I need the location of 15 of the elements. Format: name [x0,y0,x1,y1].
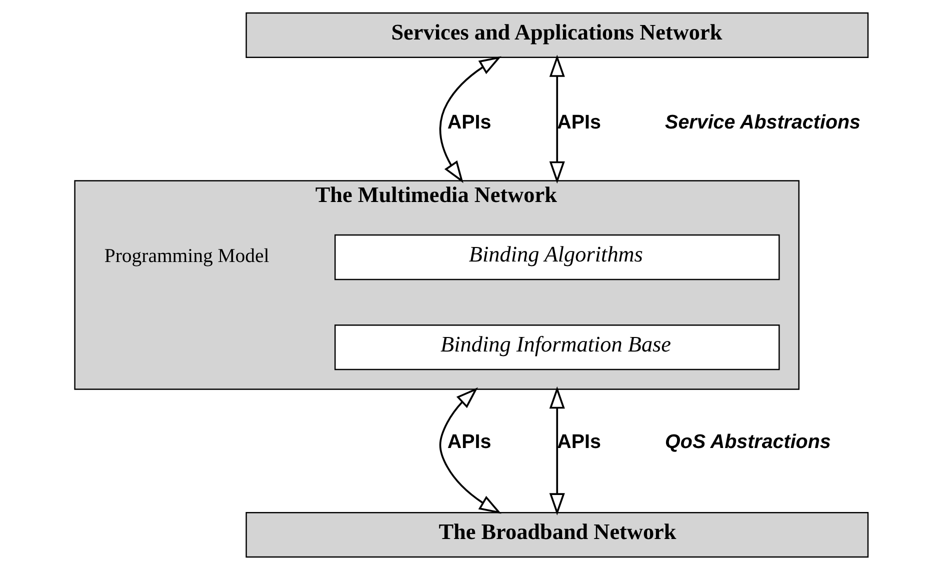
edge-label: APIs [446,431,491,454]
edge-label: APIs [446,112,491,134]
node-box: The Broadband Network [245,512,868,558]
node-box: Binding Algorithms [334,234,780,280]
arrow [548,386,564,516]
edge-label: APIs [556,112,600,134]
label: QoS Abstractions [664,431,830,454]
node-box: Services and Applications Network [245,12,868,58]
arrow [438,56,501,184]
edge-label: APIs [556,431,600,454]
arrow [438,387,501,514]
arrow [548,54,564,184]
node-label: Programming Model [104,244,269,267]
node-box: Binding Information Base [334,324,780,370]
label: Service Abstractions [664,112,860,134]
